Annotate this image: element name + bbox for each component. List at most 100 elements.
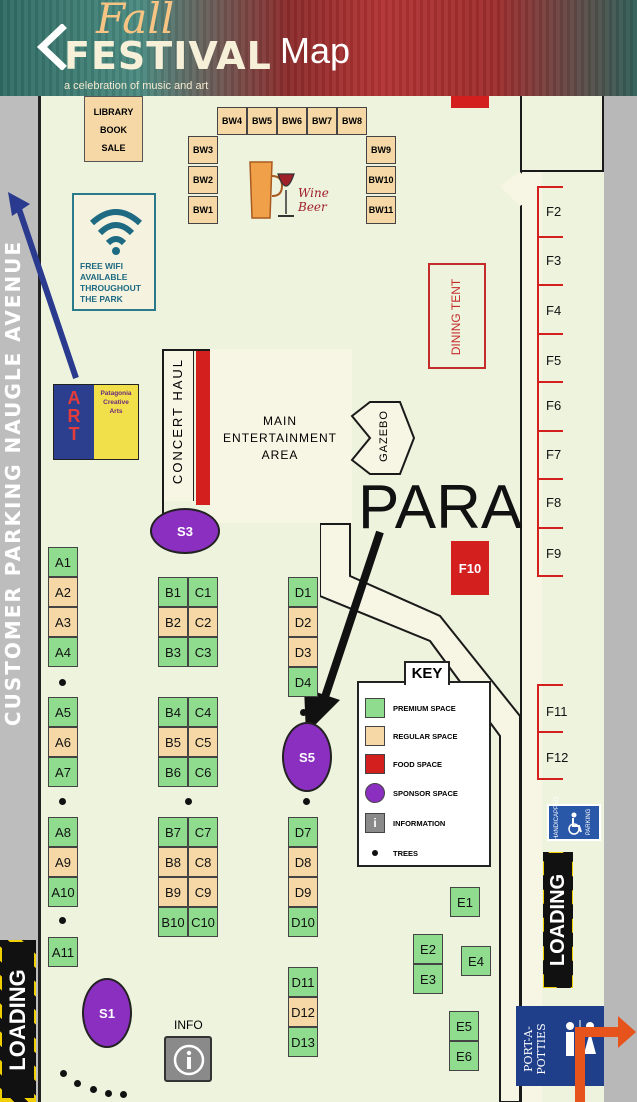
booth-f2[interactable]: F2 bbox=[546, 204, 562, 219]
booth-c7[interactable]: C7 bbox=[188, 817, 218, 847]
booth-bw5[interactable]: BW5 bbox=[247, 107, 277, 135]
booth-bw4[interactable]: BW4 bbox=[217, 107, 247, 135]
booth-d1[interactable]: D1 bbox=[288, 577, 318, 607]
booth-c10[interactable]: C10 bbox=[188, 907, 218, 937]
booth-d7[interactable]: D7 bbox=[288, 817, 318, 847]
booth-b1[interactable]: B1 bbox=[158, 577, 188, 607]
booth-f6[interactable]: F6 bbox=[546, 398, 562, 413]
gazebo[interactable] bbox=[350, 400, 416, 476]
info-booth[interactable] bbox=[164, 1036, 212, 1082]
key-item-regular: REGULAR SPACE bbox=[365, 725, 457, 747]
booth-f3[interactable]: F3 bbox=[546, 253, 562, 268]
booth-c3[interactable]: C3 bbox=[188, 637, 218, 667]
food-space-top[interactable] bbox=[451, 96, 489, 108]
booth-a11[interactable]: A11 bbox=[48, 937, 78, 967]
booth-c6[interactable]: C6 bbox=[188, 757, 218, 787]
booth-a5[interactable]: A5 bbox=[48, 697, 78, 727]
booth-bw7[interactable]: BW7 bbox=[307, 107, 337, 135]
booth-c2[interactable]: C2 bbox=[188, 607, 218, 637]
booth-d13[interactable]: D13 bbox=[288, 1027, 318, 1057]
booth-a9[interactable]: A9 bbox=[48, 847, 78, 877]
booth-d4[interactable]: D4 bbox=[288, 667, 318, 697]
booth-f12[interactable]: F12 bbox=[546, 750, 569, 765]
booth-a2[interactable]: A2 bbox=[48, 577, 78, 607]
booth-a7[interactable]: A7 bbox=[48, 757, 78, 787]
dining-tent[interactable]: DINING TENT bbox=[428, 263, 486, 369]
booth-a8[interactable]: A8 bbox=[48, 817, 78, 847]
booth-c8[interactable]: C8 bbox=[188, 847, 218, 877]
booth-c4[interactable]: C4 bbox=[188, 697, 218, 727]
loading-zone-right: LOADING bbox=[543, 852, 573, 988]
booth-f5[interactable]: F5 bbox=[546, 353, 562, 368]
booth-bw6[interactable]: BW6 bbox=[277, 107, 307, 135]
booth-bw1[interactable]: BW1 bbox=[188, 196, 218, 224]
sponsor-s1[interactable]: S1 bbox=[82, 978, 132, 1048]
booth-d3[interactable]: D3 bbox=[288, 637, 318, 667]
tree bbox=[60, 1070, 67, 1077]
booth-bw10[interactable]: BW10 bbox=[366, 166, 396, 194]
concert-haul-label: CONCERT HAUL bbox=[170, 357, 185, 485]
booth-b7[interactable]: B7 bbox=[158, 817, 188, 847]
booth-f7[interactable]: F7 bbox=[546, 447, 562, 462]
booth-f4[interactable]: F4 bbox=[546, 303, 562, 318]
wifi-sign: FREE WIFI AVAILABLE THROUGHOUT THE PARK bbox=[72, 193, 156, 311]
handicapped-parking-sign: HANDICAPPED PARKING bbox=[547, 797, 601, 841]
wifi-line: FREE WIFI bbox=[80, 261, 123, 271]
sponsor-s5[interactable]: S5 bbox=[282, 722, 332, 792]
booth-e5[interactable]: E5 bbox=[449, 1011, 479, 1041]
booth-b9[interactable]: B9 bbox=[158, 877, 188, 907]
sponsor-s3[interactable]: S3 bbox=[150, 508, 220, 554]
booth-b8[interactable]: B8 bbox=[158, 847, 188, 877]
info-icon: i bbox=[365, 813, 385, 833]
booth-a6[interactable]: A6 bbox=[48, 727, 78, 757]
booth-c9[interactable]: C9 bbox=[188, 877, 218, 907]
main-entertainment-area[interactable] bbox=[210, 349, 352, 523]
booth-b3[interactable]: B3 bbox=[158, 637, 188, 667]
booth-bw9[interactable]: BW9 bbox=[366, 136, 396, 164]
key-label: INFORMATION bbox=[393, 818, 446, 828]
booth-bw3[interactable]: BW3 bbox=[188, 136, 218, 164]
booth-f9[interactable]: F9 bbox=[546, 546, 562, 561]
booth-c5[interactable]: C5 bbox=[188, 727, 218, 757]
booth-b2[interactable]: B2 bbox=[158, 607, 188, 637]
logo-tagline: a celebration of music and art bbox=[64, 80, 209, 92]
booth-a3[interactable]: A3 bbox=[48, 607, 78, 637]
tree bbox=[303, 798, 310, 805]
library-book-sale[interactable]: LIBRARY BOOK SALE bbox=[84, 96, 143, 162]
booth-b6[interactable]: B6 bbox=[158, 757, 188, 787]
food-booth-divider bbox=[537, 684, 563, 686]
booth-d9[interactable]: D9 bbox=[288, 877, 318, 907]
booth-d11[interactable]: D11 bbox=[288, 967, 318, 997]
port-a-potties[interactable]: PORT-A-POTTIES bbox=[516, 1006, 604, 1086]
back-button[interactable] bbox=[34, 23, 74, 74]
booth-e4[interactable]: E4 bbox=[461, 946, 491, 976]
booth-f10[interactable]: F10 bbox=[451, 541, 489, 595]
booth-e6[interactable]: E6 bbox=[449, 1041, 479, 1071]
booth-bw11[interactable]: BW11 bbox=[366, 196, 396, 224]
booth-b4[interactable]: B4 bbox=[158, 697, 188, 727]
food-swatch bbox=[365, 754, 385, 774]
booth-a1[interactable]: A1 bbox=[48, 547, 78, 577]
library-line: SALE bbox=[101, 143, 126, 153]
booth-bw8[interactable]: BW8 bbox=[337, 107, 367, 135]
art-line: Patagonia bbox=[100, 390, 132, 397]
booth-e1[interactable]: E1 bbox=[450, 887, 480, 917]
booth-c1[interactable]: C1 bbox=[188, 577, 218, 607]
loading-label: LOADING bbox=[2, 942, 34, 1098]
booth-e3[interactable]: E3 bbox=[413, 964, 443, 994]
booth-d8[interactable]: D8 bbox=[288, 847, 318, 877]
booth-d12[interactable]: D12 bbox=[288, 997, 318, 1027]
booth-f11[interactable]: F11 bbox=[546, 704, 568, 719]
tree bbox=[59, 679, 66, 686]
booth-a10[interactable]: A10 bbox=[48, 877, 78, 907]
booth-f8[interactable]: F8 bbox=[546, 495, 562, 510]
booth-b5[interactable]: B5 bbox=[158, 727, 188, 757]
booth-d2[interactable]: D2 bbox=[288, 607, 318, 637]
booth-d10[interactable]: D10 bbox=[288, 907, 318, 937]
booth-b10[interactable]: B10 bbox=[158, 907, 188, 937]
booth-e2[interactable]: E2 bbox=[413, 934, 443, 964]
booth-a4[interactable]: A4 bbox=[48, 637, 78, 667]
booth-bw2[interactable]: BW2 bbox=[188, 166, 218, 194]
